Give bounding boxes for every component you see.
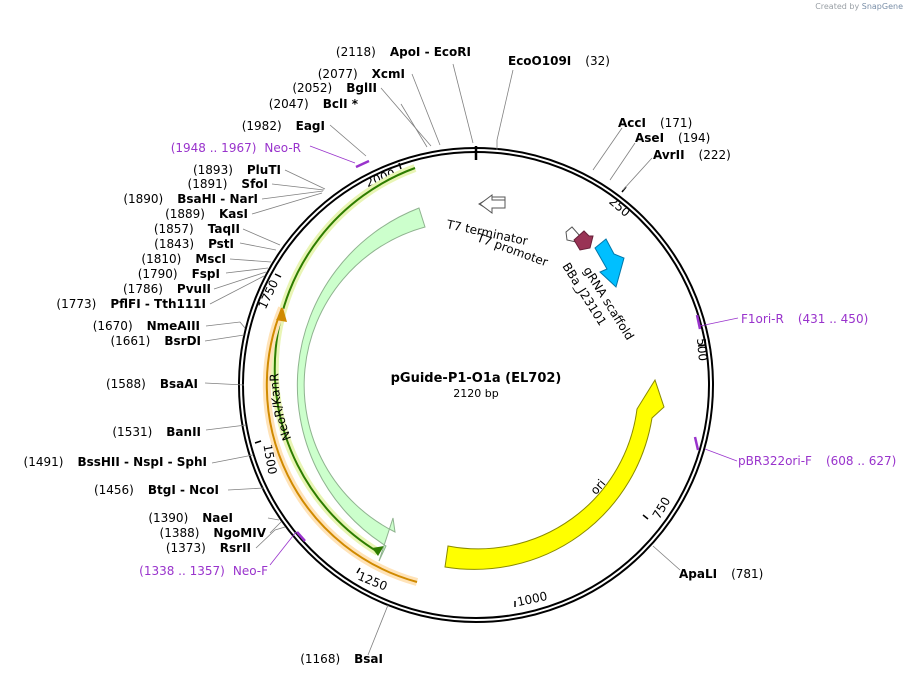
orf-green-head — [372, 546, 384, 556]
t7-terminator-shape — [479, 194, 506, 214]
site-label-ngomiv: (1388)NgoMIV — [160, 526, 267, 540]
site-label-bsshii-nspi-sphi: (1491)BssHII - NspI - SphI — [24, 455, 207, 469]
site-label-bsaai: (1588)BsaAI — [106, 377, 198, 391]
site-label-bsai-1168: (1168)BsaI — [300, 652, 383, 666]
snapgene-credit: Created by SnapGene — [815, 2, 903, 11]
site-label-pflfi-tth111i: (1773)PflFI - Tth111I — [56, 297, 206, 311]
site-label-bsrdi: (1661)BsrDI — [110, 334, 201, 348]
site-label-btgi-ncoi: (1456)BtgI - NcoI — [94, 483, 219, 497]
site-label-naei: (1390)NaeI — [148, 511, 233, 525]
site-label-pluti: (1893)PluTI — [193, 163, 281, 177]
site-label-nmeaiii: (1670)NmeAIII — [93, 319, 200, 333]
leader-lines — [204, 63, 681, 656]
ori-feature — [444, 378, 665, 570]
site-label-pvuii: (1786)PvuII — [123, 282, 211, 296]
j23101-feature — [573, 230, 594, 251]
plasmid-name: pGuide-P1-O1a (EL702) — [391, 371, 562, 386]
site-label-fspi: (1790)FspI — [138, 267, 220, 281]
site-label-psti: (1843)PstI — [154, 237, 234, 251]
orf-orange-arc — [265, 307, 418, 583]
site-label-taqii: (1857)TaqII — [154, 222, 240, 236]
orf-orange-head — [276, 308, 287, 322]
site-label-apoi-ecori: (2118)ApoI - EcoRI — [336, 45, 471, 59]
site-label-ecoo109i: EcoO109I(32) — [508, 54, 610, 68]
site-label-bglii: (2052)BglII — [292, 81, 377, 95]
tick-label-750: 750 — [650, 495, 674, 522]
tick-label-500: 500 — [694, 338, 710, 362]
site-label-rsrii: (1373)RsrII — [166, 541, 251, 555]
credit-brand: SnapGene — [861, 2, 903, 11]
primer-label-f1ori-r: F1ori-R(431 .. 450) — [741, 312, 868, 326]
enzyme-labels: EcoO109I(32) AccI(171) AseI(194) AvrII(2… — [24, 45, 764, 666]
site-label-acci: AccI(171) — [618, 116, 692, 130]
credit-prefix: Created by — [815, 2, 860, 11]
orf-green-arc — [273, 167, 416, 553]
site-label-xcmi: (2077)XcmI — [318, 67, 405, 81]
primer-label-pbr322ori-f: pBR322ori-F(608 .. 627) — [738, 454, 896, 468]
tick-label-1000: 1000 — [516, 589, 549, 609]
primer-label-neo-f: (1338 .. 1357)Neo-F — [139, 564, 268, 578]
site-label-kasi: (1889)KasI — [165, 207, 248, 221]
primer-leaders — [269, 145, 739, 566]
site-label-bcli: (2047)BclI * — [269, 97, 359, 111]
primer-marks — [296, 159, 702, 542]
tick-label-1750: 1750 — [256, 278, 282, 312]
site-label-sfoi: (1891)SfoI — [188, 177, 268, 191]
primer-label-neo-r: (1948 .. 1967)Neo-R — [171, 141, 301, 155]
site-label-avrii: AvrII(222) — [653, 148, 731, 162]
site-label-eagi: (1982)EagI — [242, 119, 325, 133]
plasmid-size: 2120 bp — [453, 387, 498, 400]
neor-feature — [296, 207, 426, 562]
site-label-apali: ApaLI(781) — [679, 567, 763, 581]
grna-feature — [594, 238, 625, 288]
site-label-banii: (1531)BanII — [112, 425, 201, 439]
site-label-bsahi-nari: (1890)BsaHI - NarI — [123, 192, 258, 206]
primer-labels: (1948 .. 1967)Neo-R F1ori-R(431 .. 450) … — [139, 141, 896, 578]
tick-label-250: 250 — [606, 194, 633, 219]
site-label-msci: (1810)MscI — [141, 252, 226, 266]
site-label-asei: AseI(194) — [635, 131, 710, 145]
